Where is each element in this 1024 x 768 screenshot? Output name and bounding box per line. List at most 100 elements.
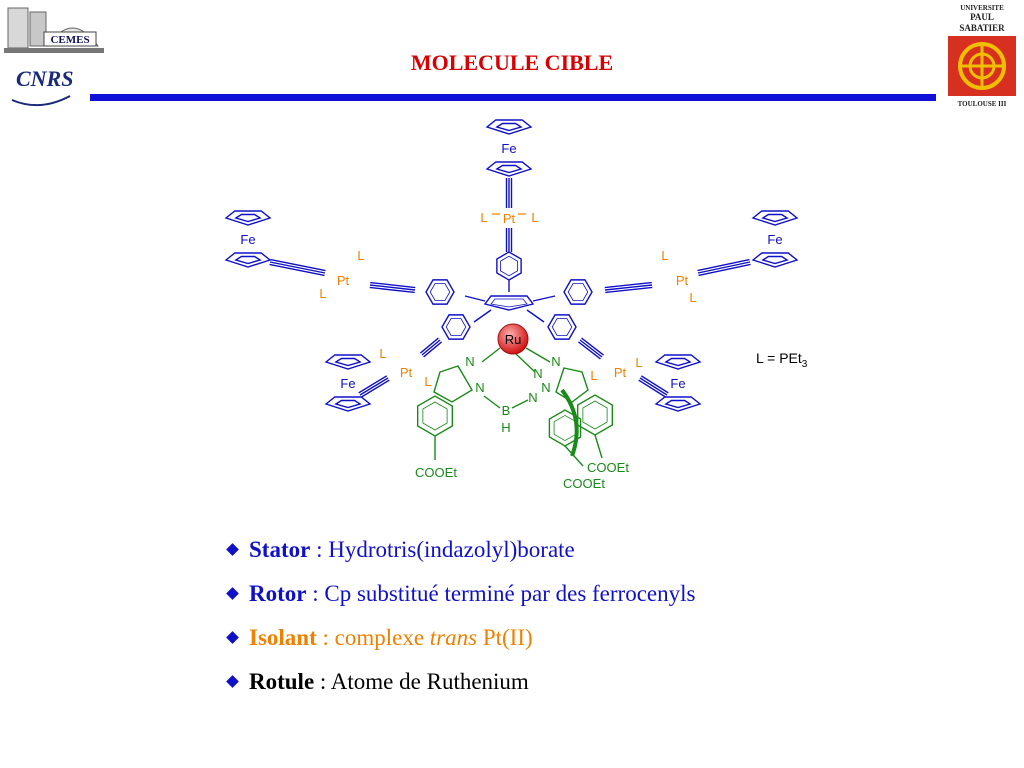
bullet-text: complexe — [334, 625, 430, 650]
highlight-bond — [560, 388, 579, 457]
fe-label: Fe — [670, 376, 685, 391]
cyclopentadienyl-ring — [654, 354, 702, 370]
b-label: B — [502, 403, 511, 418]
cyclopentadienyl-ring — [751, 210, 799, 226]
cyclopentadienyl-ring — [751, 252, 799, 268]
bond-line — [473, 309, 492, 323]
triple-bond-line — [640, 375, 669, 394]
triple-bond-line — [604, 284, 653, 291]
ligand-l-label: L — [379, 346, 386, 361]
pt-label: Pt — [337, 273, 350, 288]
cyclopentadienyl-inner — [495, 122, 523, 132]
phenyl-ring — [425, 279, 455, 305]
cyclopentadienyl-ring — [324, 396, 372, 412]
n-label: N — [533, 366, 542, 381]
cyclopentadienyl-ring — [654, 396, 702, 412]
phenyl-inner — [429, 283, 451, 301]
bullet-term: Isolant — [249, 625, 317, 650]
cyclopentadienyl-inner — [234, 255, 262, 265]
diamond-bullet-icon — [226, 631, 239, 644]
phenyl-inner — [551, 318, 573, 336]
bond-line — [525, 347, 551, 363]
paul-sabatier-logo: UNIVERSITE PAUL SABATIER TOULOUSE III — [948, 4, 1016, 108]
bond-line — [511, 399, 529, 409]
bullet-text: Hydrotris(indazolyl)borate — [328, 537, 575, 562]
cemes-logo-text: CEMES — [50, 34, 89, 46]
triple-bond-line — [419, 337, 439, 354]
ligand-l-label: L — [319, 286, 326, 301]
ligand-l-label: L — [661, 248, 668, 263]
cooet-label: COOEt — [587, 460, 629, 475]
phenyl-inner — [553, 414, 577, 442]
cyclopentadienyl-ring — [224, 252, 272, 268]
fe-label: Fe — [240, 232, 255, 247]
h-label: H — [501, 420, 510, 435]
bullet-term: Rotule — [249, 669, 315, 694]
cyclopentadienyl-inner — [761, 255, 789, 265]
bullet-text2: Pt(II) — [477, 625, 533, 650]
triple-bond-line — [370, 281, 416, 289]
fe-label: Fe — [501, 141, 516, 156]
cyclopentadienyl-inner — [664, 357, 692, 367]
triple-bond-line — [605, 286, 653, 294]
title-divider — [90, 94, 936, 101]
ligand-l-label: L — [531, 210, 538, 225]
bullet-italic: trans — [429, 625, 478, 650]
bullet-isolant: Isolant : complexe trans Pt(II) — [226, 616, 695, 660]
phenyl-ring — [547, 314, 577, 340]
univ-logo-line4: TOULOUSE III — [958, 100, 1007, 108]
cooet-label: COOEt — [563, 476, 605, 491]
bullet-list: Stator : Hydrotris(indazolyl)borate Roto… — [226, 528, 696, 704]
phenyl-inner — [445, 318, 467, 336]
phenyl-inner — [422, 401, 448, 431]
triple-bond-line — [581, 337, 604, 356]
bullet-text: Cp substitué terminé par des ferrocenyls — [324, 581, 696, 606]
ligand-l-label: L — [424, 374, 431, 389]
bond-line — [464, 295, 486, 302]
ligand-legend-sub: 3 — [801, 358, 808, 370]
ligand-l-label: L — [480, 210, 487, 225]
bullet-rotor: Rotor : Cp substitué terminé par des fer… — [226, 572, 696, 616]
cooet-label: COOEt — [415, 465, 457, 480]
bullet-term: Stator — [249, 537, 311, 562]
bullet-rotule: Rotule : Atome de Ruthenium — [226, 660, 695, 704]
pt-label: Pt — [400, 365, 413, 380]
triple-bond-line — [421, 339, 441, 356]
bullet-sep: : — [314, 669, 331, 694]
pt-label: Pt — [676, 273, 689, 288]
diamond-bullet-icon — [226, 543, 239, 556]
n-label: N — [528, 390, 537, 405]
n-label: N — [475, 380, 484, 395]
ligand-l-label: L — [689, 290, 696, 305]
ligand-l-label: L — [590, 368, 597, 383]
central-cp-inner — [490, 298, 528, 308]
cyclopentadienyl-ring — [485, 119, 533, 135]
triple-bond-line — [697, 258, 750, 272]
cyclopentadienyl-ring — [224, 210, 272, 226]
bond-line — [483, 395, 501, 409]
phenyl-ring — [563, 279, 593, 305]
cyclopentadienyl-ring — [485, 161, 533, 177]
triple-bond-line — [604, 281, 652, 289]
bullet-sep: : — [306, 581, 325, 606]
page-title: MOLECULE CIBLE — [410, 50, 614, 75]
pt-label: Pt — [614, 365, 627, 380]
triple-bond-line — [360, 379, 390, 398]
univ-logo-line3: SABATIER — [959, 23, 1005, 33]
triple-bond-line — [369, 286, 415, 294]
diamond-bullet-icon — [226, 675, 239, 688]
phenyl-inner — [500, 255, 518, 277]
triple-bond-line — [369, 284, 416, 291]
bond-line — [594, 434, 603, 459]
bullet-text: Atome de Ruthenium — [330, 669, 529, 694]
ruthenium-sphere — [497, 323, 529, 355]
triple-bond-line — [697, 261, 751, 274]
triple-bond-line — [269, 263, 325, 277]
cnrs-logo-text: CNRS — [16, 66, 73, 91]
triple-bond-line — [579, 339, 603, 358]
cyclopentadienyl-inner — [664, 399, 692, 409]
triple-bond-line — [358, 375, 388, 394]
cyclopentadienyl-inner — [495, 164, 523, 174]
triple-bond-line — [578, 341, 601, 360]
fe-label: Fe — [767, 232, 782, 247]
